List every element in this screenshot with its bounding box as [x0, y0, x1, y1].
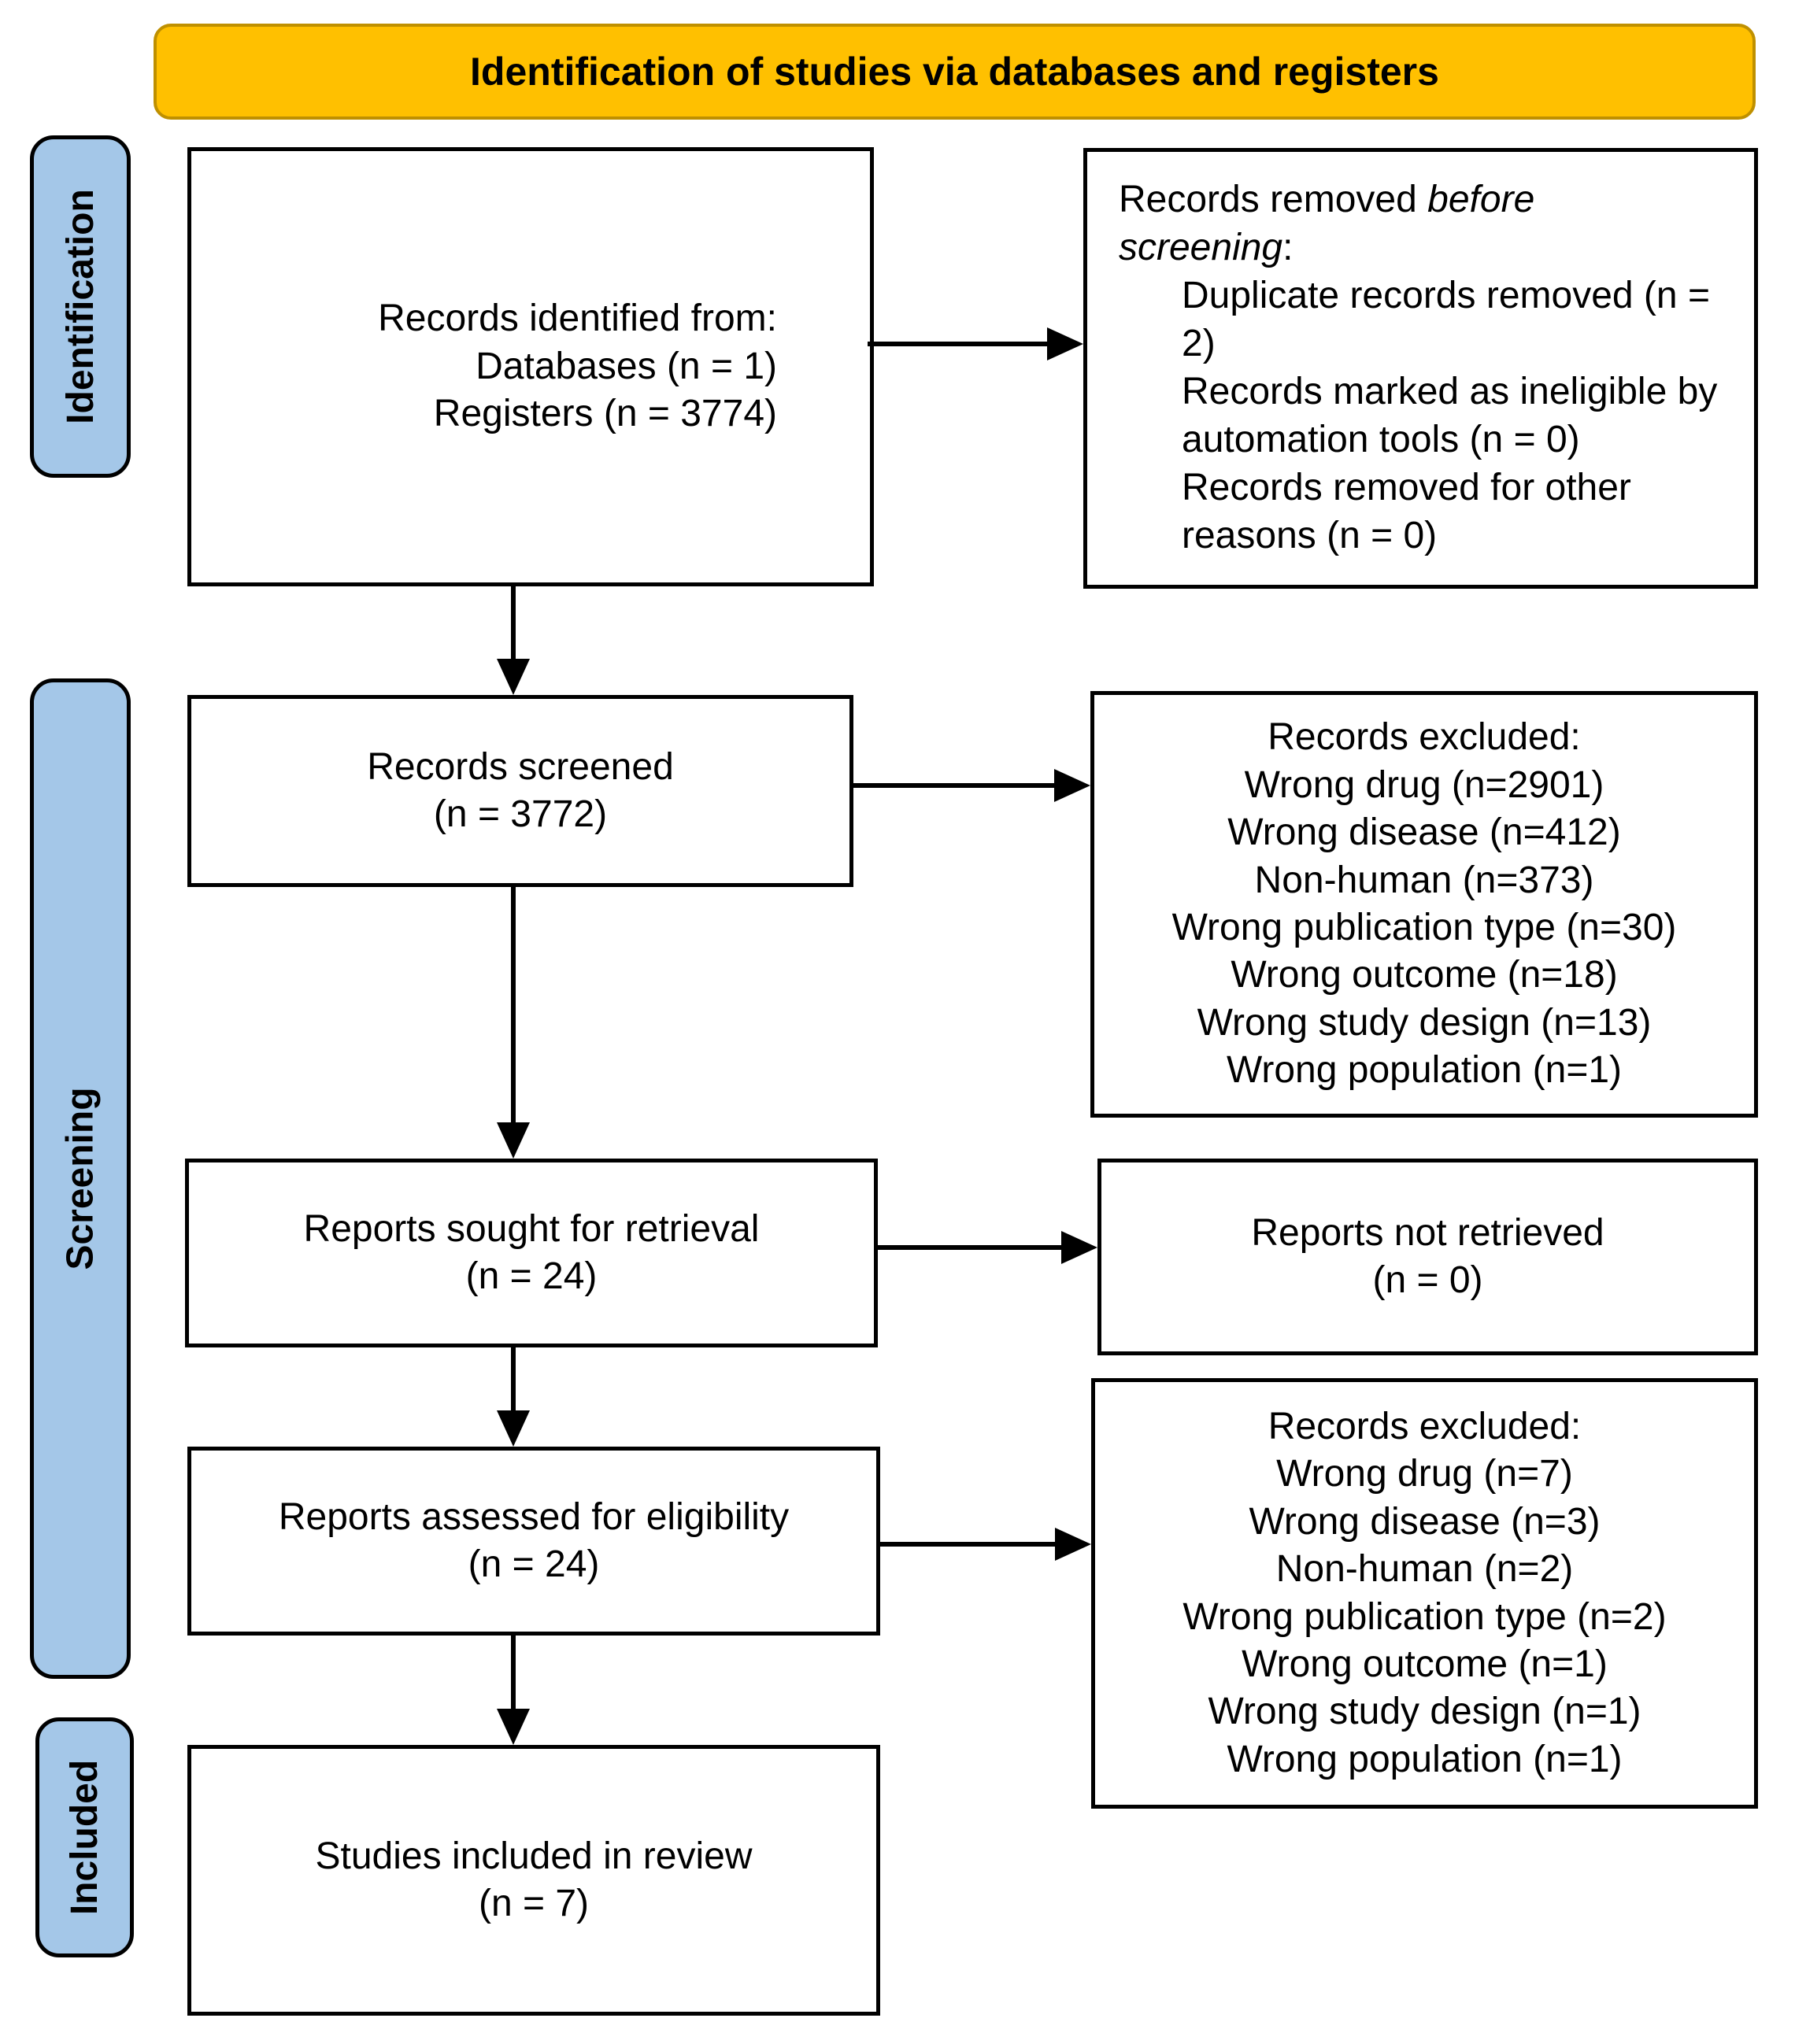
box-line: Wrong drug (n=2901) [1244, 763, 1604, 806]
box-line: Wrong population (n=1) [1227, 1738, 1623, 1780]
stage-label-included: Included [35, 1717, 134, 1957]
box-line: Records marked as ineligible by automati… [1182, 371, 1718, 460]
box-reports-sought: Reports sought for retrieval (n = 24) [185, 1159, 878, 1347]
box-reports-assessed: Reports assessed for eligibility (n = 24… [187, 1447, 880, 1636]
box-records-screened: Records screened (n = 3772) [187, 695, 853, 887]
arrow-line [511, 1347, 516, 1412]
arrow-head-right-icon [1047, 327, 1083, 360]
title-text: Identification of studies via databases … [470, 50, 1439, 94]
stage-label-identification-text: Identification [59, 189, 102, 424]
arrow-line [874, 1245, 1063, 1250]
arrow-head-down-icon [497, 1122, 530, 1159]
box-line: Registers (n = 3774) [433, 393, 777, 435]
box-line: Duplicate records removed (n = 2) [1182, 275, 1710, 365]
box-line: Reports not retrieved [1251, 1211, 1604, 1254]
box-records-removed-before-screening: Records removed before screening: Duplic… [1083, 148, 1758, 589]
box-records-identified: Records identified from: Databases (n = … [187, 147, 874, 586]
arrow-head-right-icon [1054, 769, 1090, 802]
box-line: Wrong study design (n=1) [1208, 1691, 1641, 1733]
box-line: (n = 3772) [433, 793, 608, 835]
box-line: Non-human (n=373) [1254, 859, 1594, 901]
box-line: Studies included in review [315, 1835, 753, 1877]
box-line: Wrong disease (n=412) [1227, 811, 1621, 854]
box-records-excluded-eligibility: Records excluded: Wrong drug (n=7) Wrong… [1091, 1378, 1758, 1809]
intro-prefix: Records removed [1119, 179, 1428, 221]
box-line: Wrong publication type (n=30) [1171, 907, 1677, 948]
arrow-head-down-icon [497, 1410, 530, 1447]
arrow-head-down-icon [497, 659, 530, 695]
arrow-head-right-icon [1061, 1231, 1097, 1264]
box-heading: Records excluded: [1268, 716, 1581, 759]
box-heading: Records excluded: [1268, 1405, 1582, 1447]
box-line: (n = 24) [465, 1255, 598, 1297]
arrow-line [876, 1542, 1057, 1547]
arrow-head-down-icon [497, 1709, 530, 1745]
stage-label-screening: Screening [30, 678, 131, 1679]
box-records-excluded-screening: Records excluded: Wrong drug (n=2901) Wr… [1090, 691, 1758, 1118]
arrow-line [868, 342, 1050, 346]
arrow-line [853, 783, 1057, 788]
title-banner: Identification of studies via databases … [154, 24, 1756, 120]
box-line: Records removed before screening: [1119, 176, 1591, 272]
intro-italic: before screening [1119, 179, 1535, 269]
box-line: Reports sought for retrieval [303, 1207, 760, 1250]
box-line: Databases (n = 1) [476, 345, 777, 387]
box-line: Wrong drug (n=7) [1276, 1453, 1573, 1495]
box-line: Reports assessed for eligibility [278, 1495, 790, 1538]
box-line: Records identified from: [378, 298, 777, 340]
box-line: Wrong outcome (n=18) [1231, 954, 1618, 996]
box-line: (n = 7) [478, 1883, 590, 1924]
box-studies-included: Studies included in review (n = 7) [187, 1745, 880, 2016]
arrow-line [511, 887, 516, 1123]
box-line: Wrong study design (n=13) [1197, 1001, 1652, 1044]
box-line: Wrong outcome (n=1) [1242, 1643, 1608, 1685]
stage-label-included-text: Included [64, 1759, 105, 1916]
intro-suffix: : [1282, 227, 1294, 269]
box-line: (n = 24) [468, 1543, 600, 1585]
box-line: Wrong disease (n=3) [1249, 1500, 1601, 1543]
box-line: Wrong population (n=1) [1226, 1049, 1623, 1092]
box-line: Records screened [367, 745, 674, 788]
box-line: Records removed for other reasons (n = 0… [1182, 466, 1631, 556]
stage-label-identification: Identification [30, 135, 131, 478]
arrow-line [511, 1636, 516, 1710]
arrow-line [511, 586, 516, 660]
box-reports-not-retrieved: Reports not retrieved (n = 0) [1097, 1159, 1758, 1355]
stage-label-screening-text: Screening [59, 1087, 102, 1270]
box-line: (n = 0) [1372, 1259, 1483, 1301]
box-line: Wrong publication type (n=2) [1182, 1595, 1667, 1638]
box-line: Non-human (n=2) [1275, 1548, 1574, 1591]
arrow-head-right-icon [1055, 1528, 1091, 1561]
